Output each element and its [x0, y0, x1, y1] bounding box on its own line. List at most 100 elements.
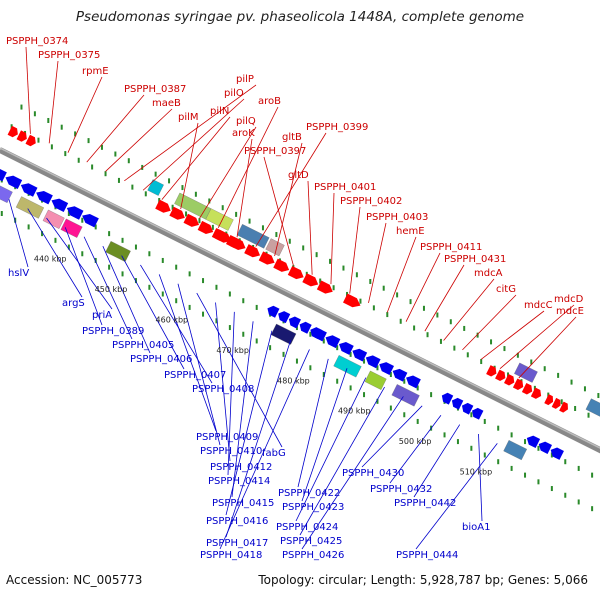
genome-summary-text: Topology: circular; Length: 5,928,787 bp… — [258, 573, 588, 587]
reverse-leader-line — [227, 311, 235, 476]
track-dot — [597, 393, 600, 399]
reverse-gene-label: PSPPH_0426 — [282, 550, 344, 561]
forward-gene-arrow — [155, 199, 171, 213]
track-dot — [426, 332, 429, 338]
forward-leader-line — [330, 192, 335, 285]
kbp-tick-label: 440 kbp — [34, 255, 67, 264]
forward-gene-arrow — [521, 382, 533, 395]
map-title: Pseudomonas syringae pv. phaseolicola 14… — [75, 9, 525, 25]
track-dot — [235, 211, 238, 217]
reverse-leader-line — [299, 386, 385, 536]
forward-gene-block — [147, 179, 164, 196]
forward-gene-label: gltB — [282, 132, 302, 143]
reverse-gene-arrow — [267, 305, 280, 318]
reverse-leader-line — [225, 339, 292, 538]
track-dot — [550, 486, 553, 492]
forward-gene-arrow — [495, 369, 506, 382]
track-dot — [376, 365, 379, 371]
reverse-gene-arrow — [288, 316, 301, 329]
track-dot — [50, 144, 53, 150]
forward-gene-arrow — [197, 220, 214, 234]
forward-gene-label: PSPPH_0397 — [244, 146, 306, 157]
forward-gene-label: PSPPH_0387 — [124, 84, 186, 95]
track-dot — [104, 171, 107, 177]
forward-leader-line — [424, 264, 465, 332]
reverse-gene-label: PSPPH_0406 — [130, 354, 192, 365]
track-dot — [64, 151, 67, 157]
track-dot — [456, 439, 459, 445]
reverse-leader-line — [297, 358, 329, 488]
track-dot — [41, 231, 44, 237]
forward-gene-label: pilO — [224, 88, 244, 99]
track-dot — [476, 332, 479, 338]
track-dot — [275, 232, 278, 238]
reverse-gene-arrow — [82, 213, 99, 228]
reverse-leader-line — [102, 245, 151, 354]
track-dot — [524, 472, 527, 478]
reverse-leader-line — [215, 302, 231, 462]
track-dot — [54, 237, 57, 243]
track-dot — [302, 245, 305, 251]
track-dot — [342, 265, 345, 271]
track-dot — [131, 184, 134, 190]
track-dot — [389, 405, 392, 411]
reverse-gene-arrow — [36, 190, 53, 205]
forward-gene-arrow — [169, 206, 185, 220]
gene-labels: PSPPH_0374PSPPH_0375rpmEPSPPH_0387maeBpi… — [6, 36, 584, 561]
track-dot — [228, 325, 231, 331]
track-dot — [228, 291, 231, 297]
track-dot — [355, 272, 358, 278]
track-dot — [282, 351, 285, 357]
reverse-leader-line — [295, 377, 367, 522]
track-dot — [81, 217, 84, 223]
track-dot — [524, 439, 527, 445]
track-dot — [449, 319, 452, 325]
reverse-gene-block — [105, 241, 131, 263]
track-dot — [0, 211, 3, 217]
reverse-leader-line — [177, 283, 221, 446]
reverse-gene-arrow — [441, 392, 454, 405]
track-dot — [27, 224, 30, 230]
track-dot — [87, 138, 90, 144]
forward-gene-arrow — [7, 125, 18, 138]
track-dot — [242, 298, 245, 304]
track-dot — [363, 392, 366, 398]
forward-leader-line — [236, 138, 253, 238]
track-dot — [67, 244, 70, 250]
reverse-gene-arrow — [352, 348, 368, 362]
forward-gene-label: mdcD — [554, 294, 584, 305]
reverse-gene-label: PSPPH_0418 — [200, 550, 262, 561]
track-dot — [574, 405, 577, 411]
forward-gene-label: PSPPH_0399 — [306, 122, 368, 133]
track-dot — [503, 346, 506, 352]
forward-gene-block — [514, 362, 538, 383]
forward-gene-label: hemE — [396, 226, 425, 237]
forward-gene-arrow — [16, 130, 27, 142]
label-leader-lines — [8, 46, 577, 550]
track-dot — [154, 171, 157, 177]
forward-leader-line — [86, 94, 145, 163]
kbp-tick-label: 500 kbp — [399, 437, 432, 446]
genome-backbone — [0, 147, 600, 454]
track-dot — [202, 311, 205, 317]
reverse-leader-line — [8, 199, 29, 268]
track-dot — [77, 157, 80, 163]
reverse-gene-block — [503, 440, 528, 461]
reverse-gene-label: PSPPH_0389 — [82, 326, 144, 337]
track-dot — [148, 251, 151, 257]
track-dot — [470, 445, 473, 451]
track-dot — [269, 345, 272, 351]
track-dot — [171, 204, 174, 210]
track-dot — [436, 312, 439, 318]
track-dot — [188, 304, 191, 310]
reverse-gene-label: fabG — [262, 448, 286, 459]
reverse-leader-line — [64, 227, 103, 326]
reverse-leader-line — [478, 433, 483, 522]
forward-gene-label: PSPPH_0411 — [420, 242, 482, 253]
reverse-gene-arrow — [299, 321, 312, 334]
forward-gene-label: PSPPH_0402 — [340, 196, 402, 207]
track-dot — [315, 252, 318, 258]
forward-gene-label: gltD — [288, 170, 309, 181]
forward-gene-label: mdcE — [556, 306, 584, 317]
